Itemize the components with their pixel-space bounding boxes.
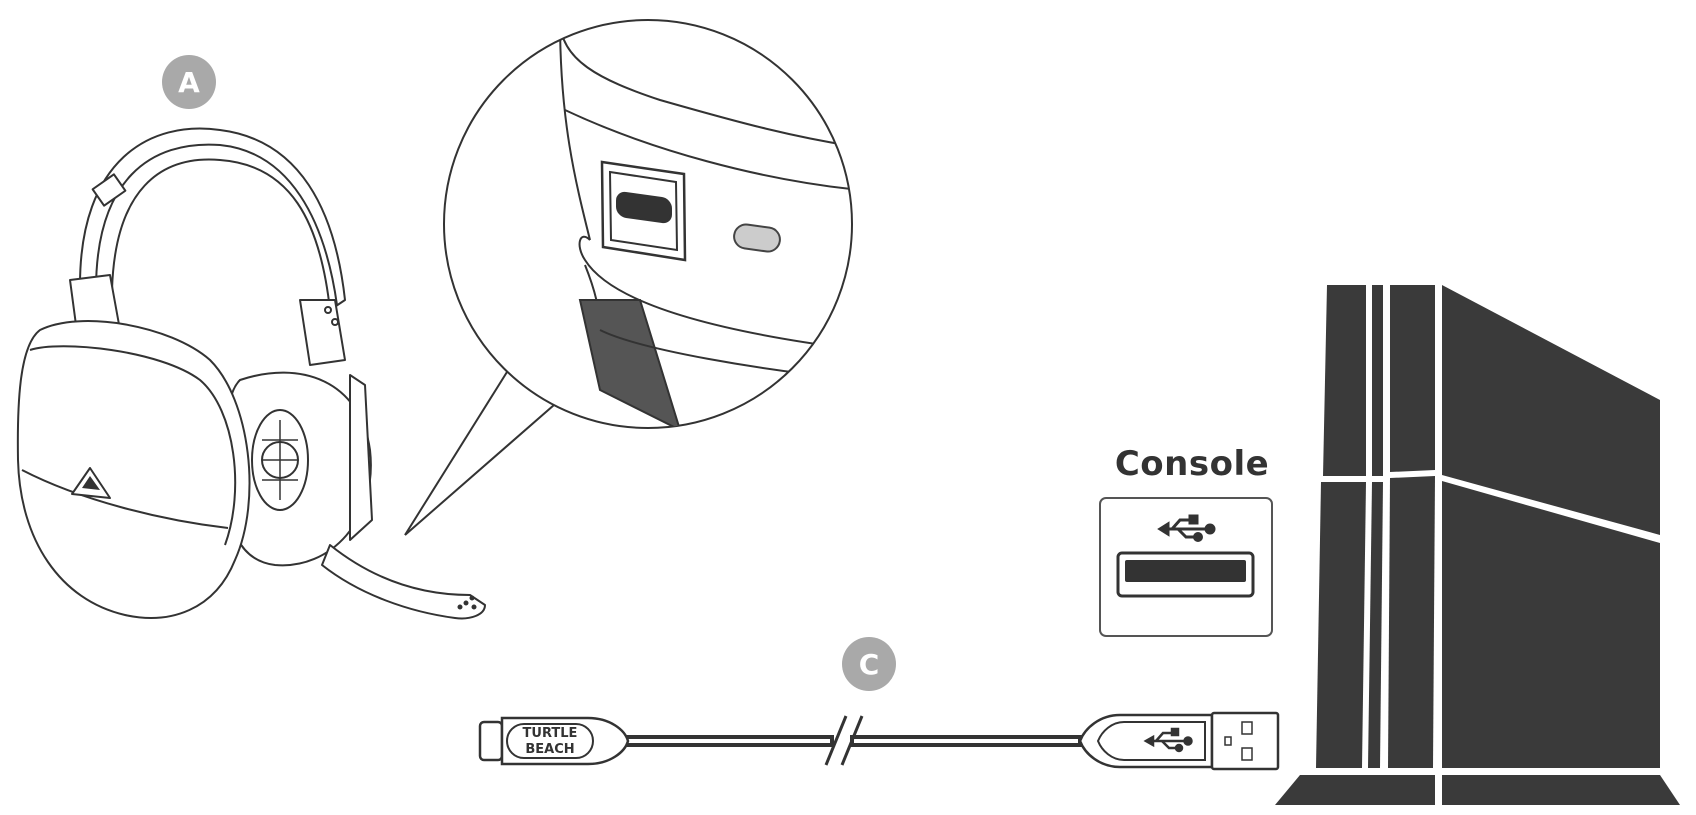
plug-brand-line2: BEACH	[525, 742, 574, 757]
headset-port-callout	[404, 19, 853, 536]
console-label: Console	[1114, 444, 1270, 484]
usb-plug-icon	[1143, 727, 1193, 753]
console-usb-port-panel	[1099, 497, 1273, 637]
headset-illustration	[16, 127, 486, 620]
usb-c-port-icon	[600, 160, 687, 262]
console-illustration	[1275, 285, 1680, 805]
usb-a-plug	[1078, 711, 1280, 771]
headset-logo-icon	[71, 467, 111, 499]
headset-badge: A	[162, 55, 216, 109]
led-indicator	[733, 223, 781, 253]
usb-cable	[478, 711, 1280, 771]
usb-c-plug	[478, 716, 630, 766]
usb-icon	[1157, 514, 1216, 542]
plug-brand-line1: TURTLE	[523, 726, 578, 741]
cable-badge: C	[842, 637, 896, 691]
